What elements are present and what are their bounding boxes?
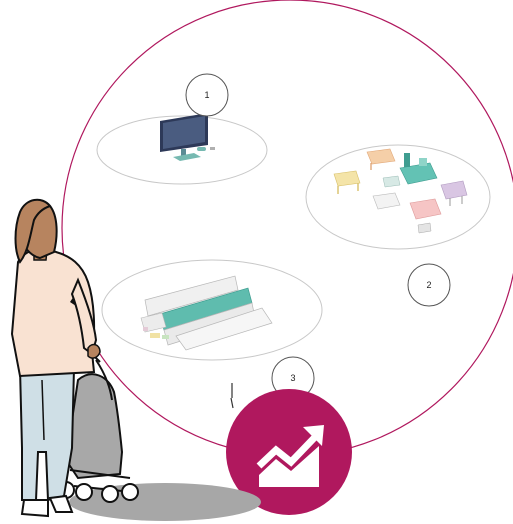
marker-3-label: 3 — [290, 373, 295, 383]
divider-tick — [231, 383, 233, 408]
marker-2-label: 2 — [426, 280, 431, 290]
woman-with-stroller-icon — [12, 200, 261, 521]
scene-3-warehouse — [102, 260, 322, 360]
marker-2: 2 — [408, 264, 450, 306]
marker-1-label: 1 — [204, 90, 209, 100]
woman-legs — [20, 368, 74, 500]
scene-2-furniture — [306, 145, 490, 249]
marker-1: 1 — [186, 74, 228, 116]
scene-1-desktop — [97, 113, 267, 184]
